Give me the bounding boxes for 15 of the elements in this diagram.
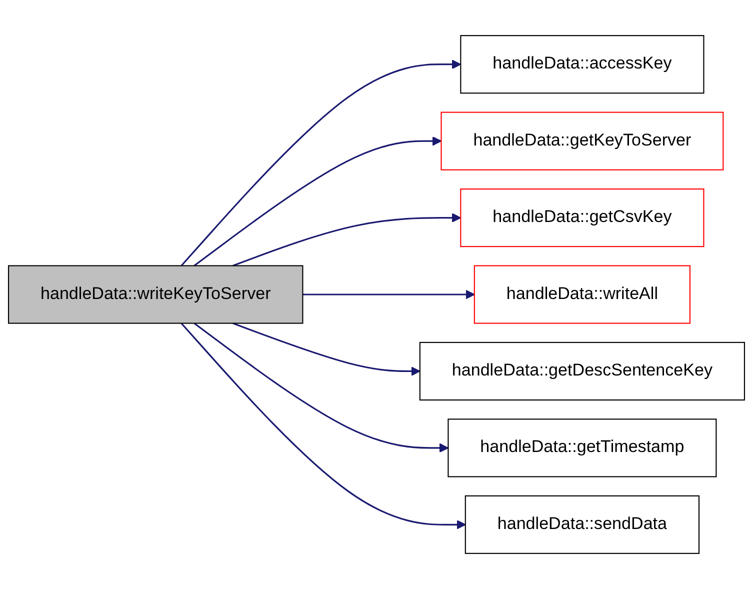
arrow <box>180 322 466 530</box>
arrow <box>232 213 462 266</box>
arrow <box>194 136 442 266</box>
node-box: handleData::getTimestamp <box>448 418 717 478</box>
node-box: handleData::getDescSentenceKey <box>419 342 745 401</box>
arrow <box>302 290 475 300</box>
node-box: handleData::getKeyToServer <box>440 112 724 170</box>
node-box: handleData::getCsvKey <box>460 188 704 248</box>
node-box: handleData::writeAll <box>474 265 690 324</box>
node-box: handleData::writeKeyToServer <box>8 265 304 324</box>
arrow <box>232 322 420 376</box>
arrow <box>180 60 462 266</box>
node-box: handleData::accessKey <box>460 35 704 94</box>
node-box: handleData::sendData <box>464 495 700 554</box>
arrow <box>194 322 449 453</box>
